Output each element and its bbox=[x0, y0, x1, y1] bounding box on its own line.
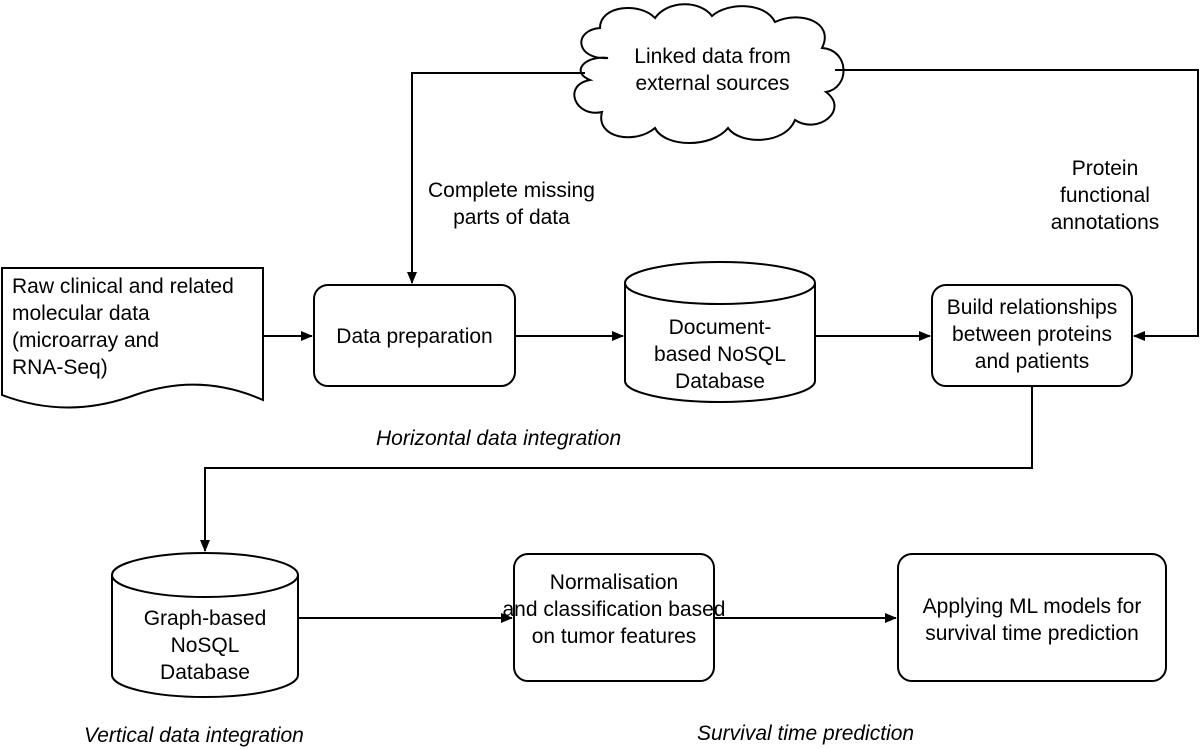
ml-models-box bbox=[897, 553, 1167, 682]
vertical-integration-label: Vertical data integration bbox=[84, 724, 304, 747]
complete-missing-label: Complete missing parts of data bbox=[428, 177, 595, 231]
linked-data-cloud-shape bbox=[573, 3, 845, 144]
graph-db-line-3: Database bbox=[160, 661, 250, 684]
protein-annotations-line-2: functional bbox=[1060, 184, 1150, 207]
raw-data-document-shape bbox=[0, 267, 264, 409]
normalisation-label: Normalisation and classification based o… bbox=[500, 569, 728, 650]
ml-models-line-2: survival time prediction bbox=[925, 622, 1139, 645]
complete-missing-line-2: parts of data bbox=[453, 206, 570, 229]
complete-missing-line-1: Complete missing bbox=[428, 179, 595, 202]
raw-data-label: Raw clinical and related molecular data … bbox=[12, 273, 234, 381]
protein-annotations-label: Protein functional annotations bbox=[1020, 155, 1190, 236]
data-preparation-label: Data preparation bbox=[336, 325, 493, 348]
build-relationships-line-2: between proteins bbox=[952, 323, 1112, 346]
build-relationships-label: Build relationships between proteins and… bbox=[932, 294, 1132, 375]
raw-data-line-3: (microarray and bbox=[12, 329, 160, 352]
survival-prediction-label: Survival time prediction bbox=[697, 722, 915, 745]
arrow-cloud-to-preparation bbox=[407, 72, 585, 284]
document-db-label: Document- based NoSQL Database bbox=[625, 314, 815, 395]
raw-data-line-4: RNA-Seq) bbox=[12, 356, 108, 379]
document-db-line-1: Document- bbox=[668, 316, 772, 339]
horizontal-integration-label: Horizontal data integration bbox=[376, 427, 622, 450]
document-db-line-2: based NoSQL bbox=[654, 343, 786, 366]
document-db-line-3: Database bbox=[675, 370, 765, 393]
ml-models-label: Applying ML models for survival time pre… bbox=[898, 593, 1166, 647]
build-relationships-line-1: Build relationships bbox=[946, 296, 1118, 319]
ml-models-line-1: Applying ML models for bbox=[922, 595, 1142, 618]
graph-db-label: Graph-based NoSQL Database bbox=[112, 605, 298, 686]
protein-annotations-line-1: Protein bbox=[1071, 157, 1139, 180]
protein-annotations-line-3: annotations bbox=[1050, 211, 1160, 234]
normalisation-line-3: on tumor features bbox=[531, 625, 697, 648]
arrow-cloud-to-relationships bbox=[835, 69, 1199, 341]
document-db-cylinder bbox=[624, 261, 816, 403]
graph-db-cylinder bbox=[111, 552, 299, 698]
build-relationships-line-3: and patients bbox=[974, 350, 1090, 373]
linked-data-line-2: external sources bbox=[635, 72, 790, 95]
graph-db-line-1: Graph-based bbox=[143, 607, 267, 630]
normalisation-line-2: and classification based bbox=[502, 598, 726, 621]
normalisation-line-1: Normalisation bbox=[549, 571, 679, 594]
linked-data-label: Linked data from external sources bbox=[600, 43, 825, 97]
linked-data-line-1: Linked data from bbox=[634, 45, 791, 68]
raw-data-line-1: Raw clinical and related bbox=[12, 275, 234, 298]
graph-db-line-2: NoSQL bbox=[170, 634, 240, 657]
arrow-relationships-to-graph-db bbox=[200, 386, 1033, 552]
raw-data-line-2: molecular data bbox=[12, 302, 150, 325]
